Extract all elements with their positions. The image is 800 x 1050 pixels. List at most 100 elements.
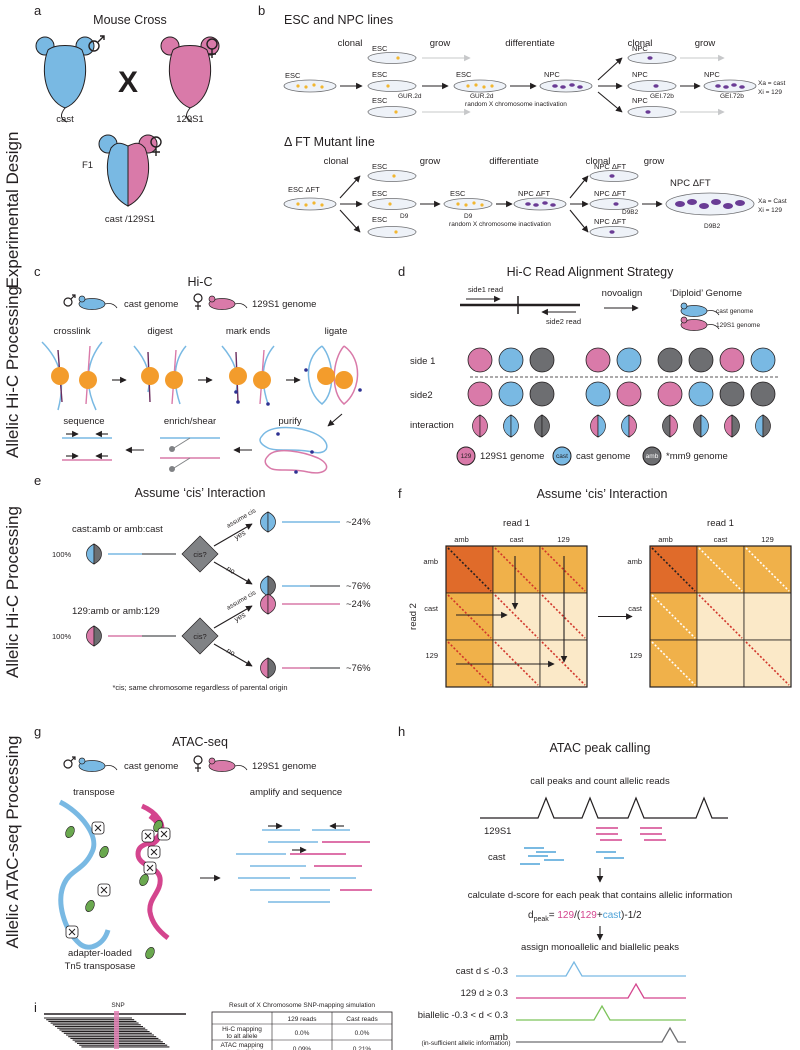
panel-c-title: Hi-C <box>188 275 213 289</box>
h-step2: calculate d-score for each peak that con… <box>468 890 733 901</box>
interaction-mouse-right <box>700 414 709 438</box>
mouse-right-half <box>93 543 102 565</box>
d-interaction-label: interaction <box>410 420 454 431</box>
legend-amb-text: *mm9 genome <box>666 451 728 462</box>
table-row-label: to alt allele <box>226 1033 257 1040</box>
yes-arrow <box>213 523 253 547</box>
female-symbol-icon-c <box>193 293 203 310</box>
b-grow-3: grow <box>420 156 441 167</box>
no-mouse-right <box>267 575 276 597</box>
female-symbol-icon <box>206 38 218 58</box>
side1-circle <box>585 347 611 373</box>
parent-cast-label: cast <box>56 114 74 125</box>
cis-question: cis? <box>193 632 206 641</box>
b-npc-mid: NPC <box>632 70 648 79</box>
panel-a-title: Mouse Cross <box>93 13 167 27</box>
pct-100-label: 100% <box>52 550 72 559</box>
yes-mouse-right <box>267 511 276 533</box>
sequenced-reads-diagram <box>236 822 372 903</box>
tn5-icon <box>99 846 109 858</box>
matrix-row-label: cast <box>424 604 439 613</box>
d-side1-read: side1 read <box>468 285 503 294</box>
b-d9b2-1: D9B2 <box>622 209 639 216</box>
crosslink-diagram <box>41 341 103 411</box>
b-npc-dft-1: NPC ΔFT <box>518 189 551 198</box>
b-npc-dft-2: NPC ΔFT <box>594 162 627 171</box>
d-side1-label: side 1 <box>410 356 435 367</box>
table-row-label: ATAC mapping <box>220 1042 263 1049</box>
heatmap-cell <box>743 592 792 641</box>
b-clonal-3: clonal <box>324 156 349 167</box>
interaction-mouse-right <box>597 414 606 438</box>
interaction-mouse-left <box>503 414 512 438</box>
pct-yes-label: ~24% <box>346 599 371 610</box>
d-diploid: ‘Diploid’ Genome <box>670 288 742 299</box>
table-cell-cast: 0.21% <box>353 1046 372 1050</box>
table-cell-cast: 0.0% <box>355 1030 370 1037</box>
insertion-x-icon <box>146 864 154 872</box>
male-symbol-icon-c <box>63 294 76 307</box>
panel-e: Assume ‘cis’ Interaction cast:amb or amb… <box>52 486 371 692</box>
category-peak-track <box>516 960 686 977</box>
category-peak-track <box>516 982 686 999</box>
g-tn5-line2: Tn5 transposase <box>65 961 136 972</box>
d-129-genome: 129S1 genome <box>716 322 760 329</box>
d-side2-label: side2 <box>410 390 433 401</box>
purify-diagram <box>259 426 328 474</box>
parent-129-label: 129S1 <box>176 114 203 125</box>
panel-b-title-mut: Δ FT Mutant line <box>284 135 375 149</box>
b-npc-dft-3: NPC ΔFT <box>594 189 627 198</box>
d-legend: 129 129S1 genome cast cast genome amb *m… <box>456 446 728 466</box>
matrix-col-label: amb <box>658 535 673 544</box>
pct-yes-label: ~24% <box>346 517 371 528</box>
b-xi-mut: Xi = 129 <box>758 207 782 214</box>
eq-d: d <box>528 910 534 921</box>
panel-h: ATAC peak calling call peaks and count a… <box>418 741 733 1047</box>
i-snp-label: SNP <box>111 1002 124 1009</box>
g-amplify: amplify and sequence <box>250 787 342 798</box>
interaction-mouse-left <box>590 414 599 438</box>
interaction-mouse-left <box>662 414 671 438</box>
matrix-row-label: amb <box>627 557 642 566</box>
interaction-mouse-right <box>731 414 740 438</box>
side2-circle <box>585 381 611 407</box>
no-mouse-right <box>267 657 276 679</box>
table-border <box>211 1011 393 1050</box>
no-mouse-left <box>260 657 269 679</box>
offspring-label: cast /129S1 <box>105 214 155 225</box>
eq-plus: + <box>597 910 603 921</box>
side2-circle <box>616 381 642 407</box>
c-step-ligate: ligate <box>325 326 348 337</box>
matrix-col-label: 129 <box>557 535 570 544</box>
d-novoalign: novoalign <box>602 288 643 299</box>
matrix-col-label: cast <box>714 535 729 544</box>
side1-circle <box>657 347 683 373</box>
matrix-col-label: 129 <box>761 535 774 544</box>
sequence-reads-diagram <box>62 430 112 461</box>
cast-mouse-icon-c <box>78 295 118 310</box>
eq-c: )-1/2 <box>621 910 642 921</box>
yes-mouse-right <box>267 593 276 615</box>
panel-letter-d: d <box>398 264 405 279</box>
cis-row-label: 129:amb or amb:129 <box>72 606 160 617</box>
mouse-129-icon-d <box>680 316 720 331</box>
category-peak-track <box>516 1004 686 1021</box>
cis-row-label: cast:amb or amb:cast <box>72 524 163 535</box>
cross-symbol: X <box>118 66 138 99</box>
side2-circle <box>498 381 524 407</box>
i-table-title: Result of X Chromosome SNP-mapping simul… <box>229 1002 375 1009</box>
digest-diagram <box>133 345 187 405</box>
read1-label: read 1 <box>707 518 734 529</box>
b-esc-m3: ESC <box>372 215 388 224</box>
panel-g: ATAC-seq cast genome 129S1 genome transp… <box>58 735 372 972</box>
b-npc-1: NPC <box>544 70 560 79</box>
interaction-mouse-left <box>724 414 733 438</box>
cis-decision-diamond <box>181 617 219 655</box>
side2-circle <box>719 381 745 407</box>
read2-label: read 2 <box>408 603 419 630</box>
panel-d: Hi-C Read Alignment Strategy side1 read … <box>410 265 780 466</box>
panel-letter-g: g <box>34 724 41 739</box>
g-transpose: transpose <box>73 787 115 798</box>
